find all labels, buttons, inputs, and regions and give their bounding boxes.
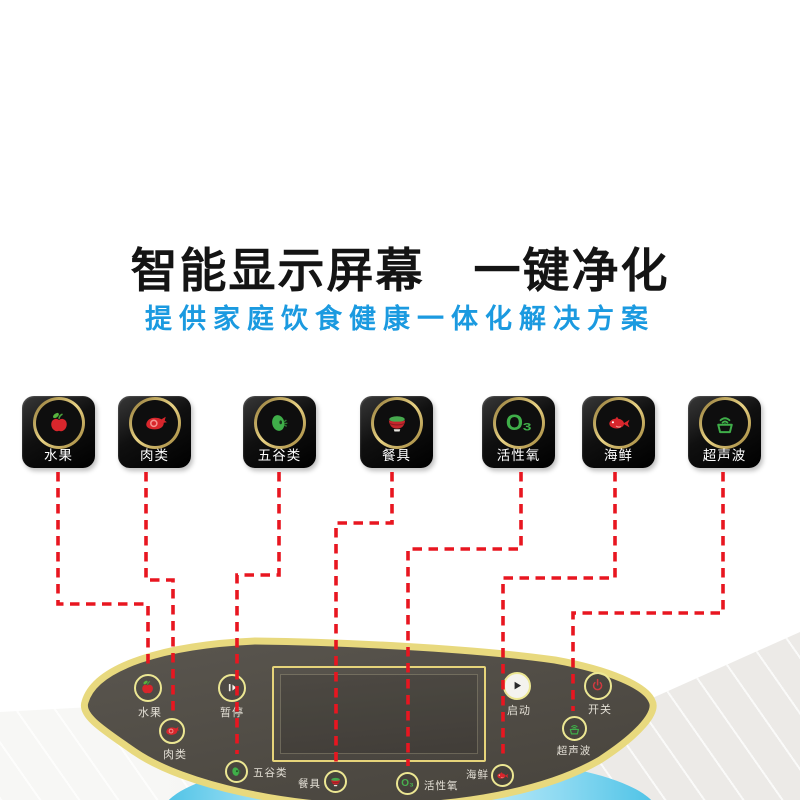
feature-tile-label: 海鲜 bbox=[604, 448, 633, 463]
panel-button-start[interactable] bbox=[503, 672, 531, 700]
meat-icon bbox=[163, 722, 181, 740]
leader-line-fruit bbox=[56, 472, 150, 670]
feature-tile-meat: 肉类 bbox=[118, 396, 191, 468]
grain-icon bbox=[229, 764, 244, 779]
feature-tile-label: 活性氧 bbox=[496, 448, 541, 463]
page-subtitle: 提供家庭饮食健康一体化解决方案 bbox=[145, 304, 655, 334]
apple-icon bbox=[138, 678, 157, 697]
feature-tile-label: 餐具 bbox=[382, 448, 411, 463]
feature-tile-label: 超声波 bbox=[702, 448, 747, 463]
panel-button-ultrasonic[interactable] bbox=[562, 716, 587, 741]
panel-button-label: 肉类 bbox=[163, 749, 187, 761]
feature-tile-ozone: O₃ 活性氧 bbox=[482, 396, 555, 468]
grain-icon bbox=[254, 397, 306, 449]
pause-icon bbox=[222, 678, 241, 697]
panel-button-label: 超声波 bbox=[556, 745, 592, 757]
bowl-icon bbox=[371, 397, 423, 449]
feature-tile-label: 水果 bbox=[44, 448, 73, 463]
panel-button-label: 活性氧 bbox=[424, 780, 459, 792]
apple-icon bbox=[33, 397, 85, 449]
ultrasonic-icon bbox=[566, 720, 583, 737]
ozone-icon: O₃ bbox=[493, 397, 545, 449]
feature-tile-ultrasonic: 超声波 bbox=[688, 396, 761, 468]
meat-icon bbox=[129, 397, 181, 449]
panel-button-label: 暂停 bbox=[220, 707, 244, 719]
panel-button-ozone[interactable]: O₃ bbox=[396, 772, 419, 795]
panel-button-label: 餐具 bbox=[298, 778, 321, 790]
panel-button-label: 启动 bbox=[507, 705, 531, 717]
panel-button-seafood[interactable] bbox=[491, 764, 514, 787]
panel-button-tableware[interactable] bbox=[324, 770, 347, 793]
panel-button-fruit[interactable] bbox=[134, 674, 162, 702]
ozone-icon: O₃ bbox=[401, 778, 414, 789]
bowl-icon bbox=[328, 774, 343, 789]
panel-display-screen bbox=[280, 674, 478, 754]
panel-display bbox=[272, 666, 486, 762]
panel-button-power[interactable] bbox=[584, 672, 612, 700]
panel-button-pause[interactable] bbox=[218, 674, 246, 702]
panel-button-label: 开关 bbox=[588, 704, 612, 716]
play-icon bbox=[507, 676, 526, 695]
panel-button-label: 五谷类 bbox=[253, 767, 288, 779]
panel-button-label: 海鲜 bbox=[466, 769, 489, 781]
panel-button-label: 水果 bbox=[138, 707, 162, 719]
panel-button-grain[interactable] bbox=[225, 760, 248, 783]
fish-icon bbox=[495, 768, 510, 783]
power-icon bbox=[588, 676, 607, 695]
feature-tile-grain: 五谷类 bbox=[243, 396, 316, 468]
feature-tile-fruit: 水果 bbox=[22, 396, 95, 468]
feature-tile-label: 肉类 bbox=[140, 448, 169, 463]
ultrasonic-icon bbox=[699, 397, 751, 449]
fish-icon bbox=[593, 397, 645, 449]
page-title: 智能显示屏幕 一键净化 bbox=[130, 244, 670, 297]
panel-button-meat[interactable] bbox=[159, 718, 185, 744]
feature-tile-label: 五谷类 bbox=[257, 448, 302, 463]
feature-tile-seafood: 海鲜 bbox=[582, 396, 655, 468]
feature-tile-tableware: 餐具 bbox=[360, 396, 433, 468]
